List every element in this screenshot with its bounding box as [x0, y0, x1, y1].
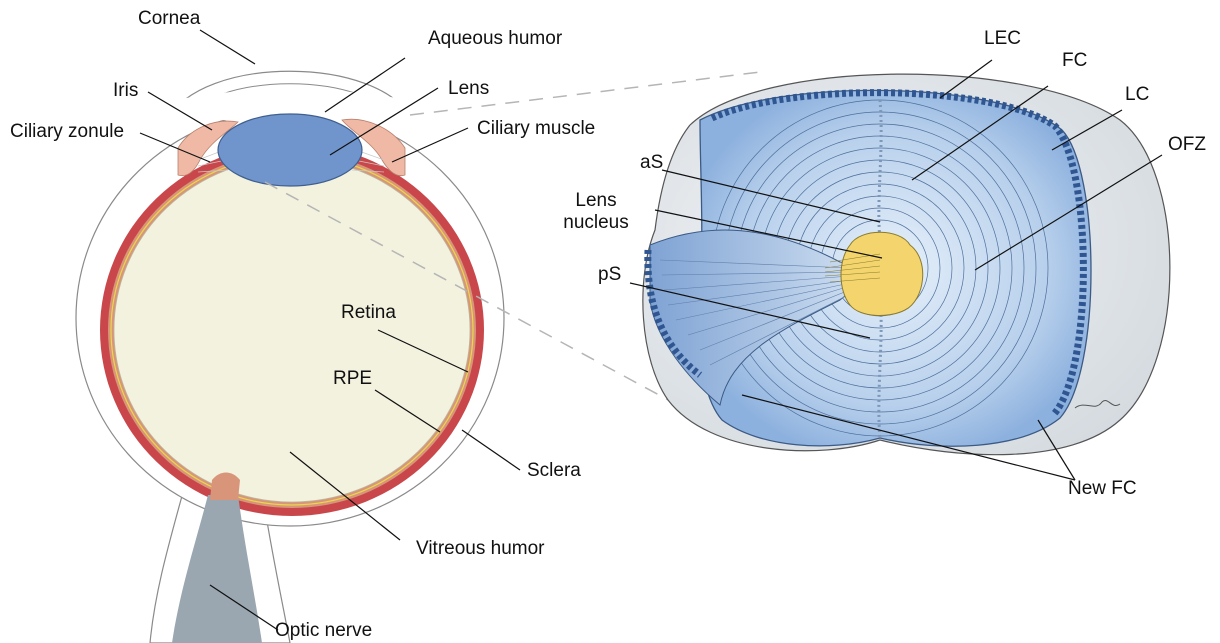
label-lec: LEC	[984, 28, 1021, 50]
label-ciliary-muscle: Ciliary muscle	[477, 118, 595, 140]
label-ps: pS	[598, 264, 621, 286]
label-ofz: OFZ	[1168, 134, 1206, 156]
label-retina: Retina	[341, 302, 396, 324]
label-ciliary-zonule: Ciliary zonule	[10, 121, 124, 143]
lens-cutaway	[630, 60, 1170, 480]
label-iris: Iris	[113, 80, 138, 102]
label-optic-nerve: Optic nerve	[275, 620, 372, 642]
label-sclera: Sclera	[527, 460, 581, 482]
label-aqueous-humor: Aqueous humor	[428, 28, 562, 50]
label-lens-nucleus-line1: Lens	[575, 190, 616, 211]
label-cornea: Cornea	[138, 8, 200, 30]
label-lens-nucleus: Lens nucleus	[556, 190, 636, 234]
label-fc: FC	[1062, 50, 1087, 72]
label-as: aS	[640, 152, 663, 174]
label-lens: Lens	[448, 78, 489, 100]
label-lc: LC	[1125, 84, 1149, 106]
vitreous-body	[114, 158, 470, 502]
label-vitreous-humor: Vitreous humor	[416, 538, 545, 560]
label-rpe: RPE	[333, 368, 372, 390]
label-new-fc: New FC	[1068, 478, 1137, 500]
lens-shape	[218, 114, 362, 186]
label-lens-nucleus-line2: nucleus	[563, 212, 629, 233]
